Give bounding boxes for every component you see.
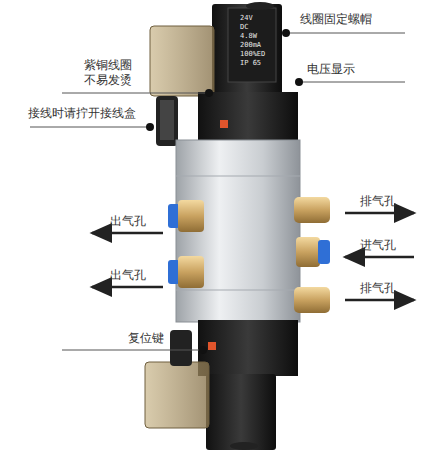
port-label: 出气孔 — [110, 268, 170, 283]
callout-label: 紫铜线圈 不易发烫 — [84, 58, 136, 88]
callout-label: 复位键 — [128, 331, 188, 346]
port-label: 进气孔 — [360, 238, 420, 253]
callout-label: 线圈固定螺帽 — [300, 12, 410, 27]
port-label: 排气孔 — [360, 281, 420, 296]
coil-rating: 24V — [240, 14, 253, 22]
coil-rating: 200mA — [240, 41, 261, 49]
coil-rating: DC — [240, 23, 248, 31]
coil-rating: 100%ED — [240, 50, 265, 58]
coil-rating: IP 65 — [240, 59, 261, 67]
coil-rating: 4.8W — [240, 32, 257, 40]
callout-label: 电压显示 — [307, 62, 387, 77]
port-label: 出气孔 — [110, 214, 170, 229]
callout-label: 接线时请拧开接线盒 — [28, 106, 158, 121]
port-label: 排气孔 — [360, 194, 420, 209]
